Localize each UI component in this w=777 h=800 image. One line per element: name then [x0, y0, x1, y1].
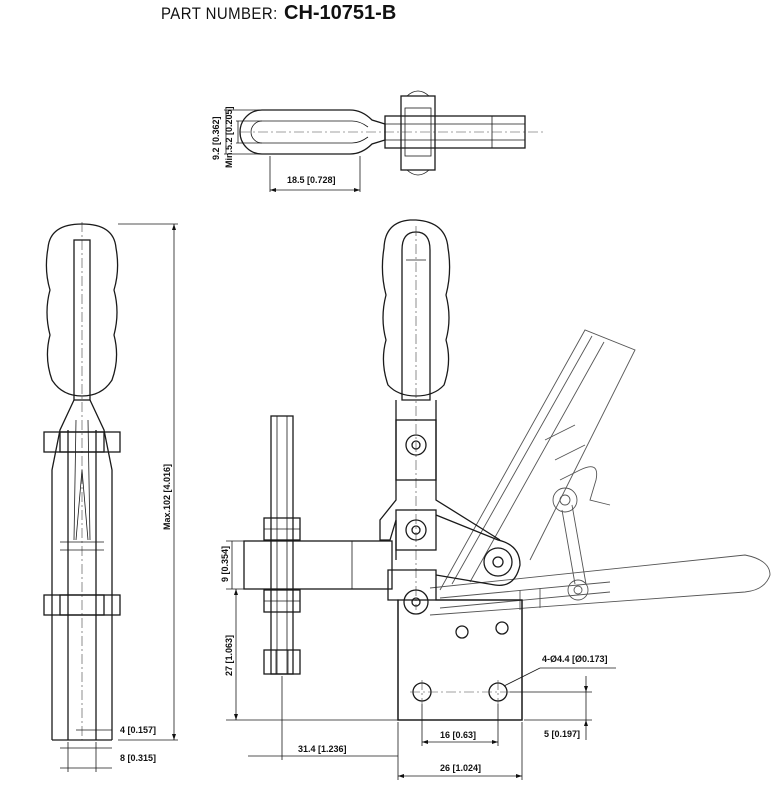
front-view	[226, 219, 771, 780]
dim-side-width-large: 8 [0.315]	[120, 753, 156, 763]
dim-max-height: Max.102 [4.016]	[162, 464, 172, 530]
dim-spindle-thread: 9 [0.354]	[220, 546, 230, 582]
part-number-value: CH-10751-B	[284, 2, 397, 24]
dim-top-height: 9.2 [0.362]	[211, 116, 221, 160]
dim-spindle-height: 27 [1.063]	[224, 635, 234, 676]
dim-base-width: 26 [1.024]	[440, 763, 481, 773]
top-view	[224, 90, 545, 192]
dim-hole-edge: 5 [0.197]	[544, 729, 580, 739]
dim-spindle-offset: 31.4 [1.236]	[298, 744, 347, 754]
side-view	[43, 222, 178, 772]
title-block: PART NUMBER: CH-10751-B	[0, 0, 777, 30]
dim-hole-callout: 4-Ø4.4 [Ø0.173]	[542, 654, 608, 664]
part-number-label: PART NUMBER:	[161, 4, 278, 23]
dim-hole-spacing: 16 [0.63]	[440, 730, 476, 740]
dim-top-length: 18.5 [0.728]	[287, 175, 336, 185]
dim-side-width-small: 4 [0.157]	[120, 725, 156, 735]
dim-top-slot: Min.5.2 [0.205]	[224, 106, 234, 168]
